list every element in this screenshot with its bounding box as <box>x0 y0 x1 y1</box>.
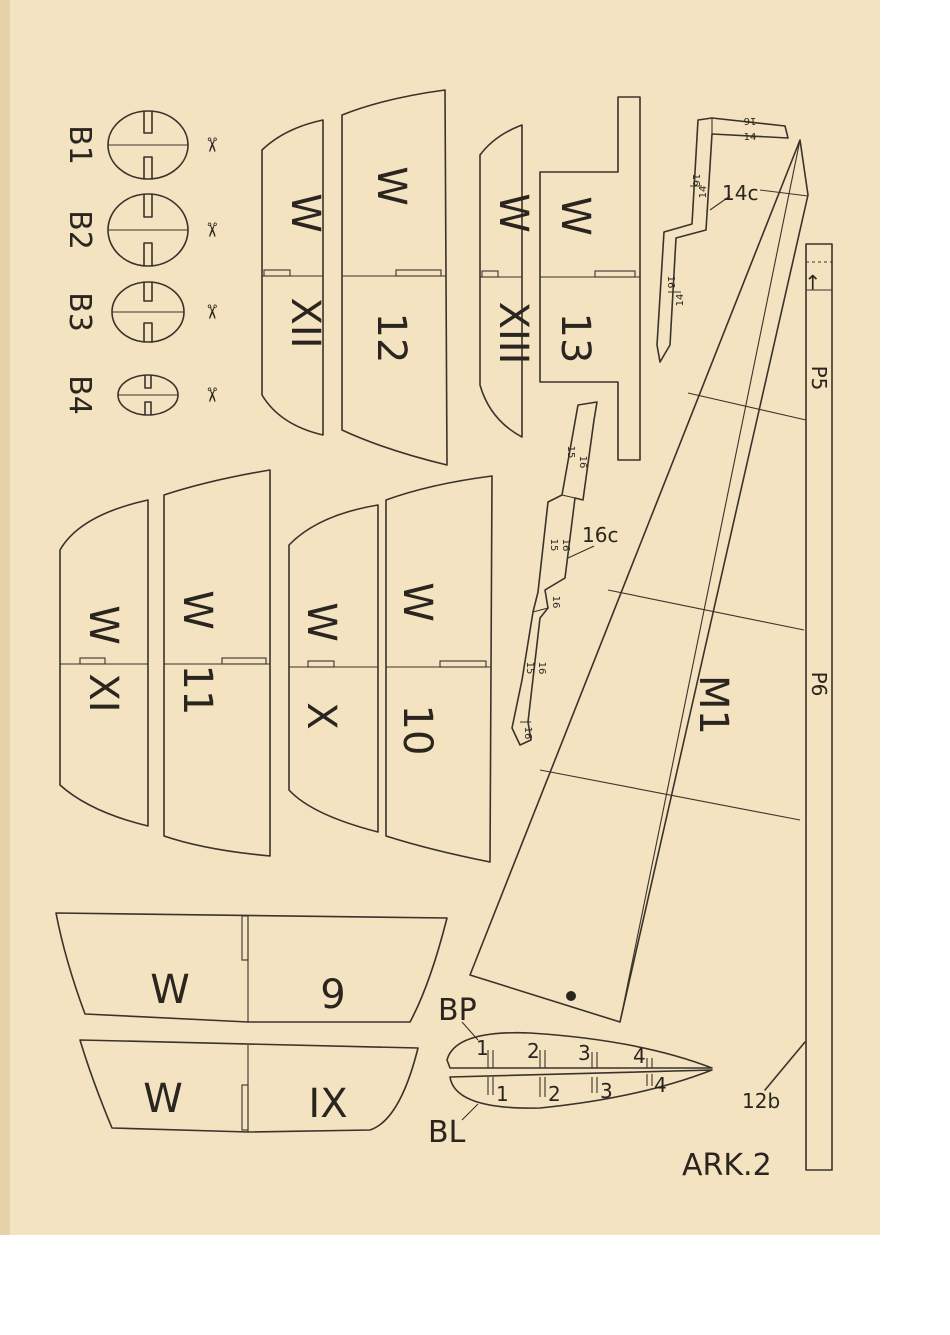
panel-10 <box>385 475 493 863</box>
ring-b2 <box>107 193 189 267</box>
rib-bp-mark: 4 <box>633 1044 646 1068</box>
panel-m1 <box>469 139 809 1023</box>
strip-p5-label: P5 <box>807 366 831 391</box>
strip-p <box>805 243 833 1171</box>
sheet-title: ARK.2 <box>682 1148 772 1183</box>
panel-11 <box>163 469 271 857</box>
part-12b-label: 12b <box>742 1089 780 1113</box>
rib-bp-label: BP <box>438 993 477 1028</box>
scissors-icon: ✂ <box>200 304 224 321</box>
panel-12-label: 12 <box>368 313 414 364</box>
panel-13-w-label: W <box>552 196 598 236</box>
paper-edge <box>0 0 10 1235</box>
rib-bp-mark: 2 <box>527 1039 540 1063</box>
rib-bl-mark: 4 <box>654 1073 667 1097</box>
panel-x <box>288 504 379 833</box>
panel-10-label: 10 <box>394 705 440 756</box>
strip-16c-mark: 15 <box>524 662 535 675</box>
strip-16c <box>511 401 598 746</box>
panel-xii-w-label: W <box>282 193 328 233</box>
ring-b1-label: B1 <box>62 125 97 165</box>
panel-ix <box>79 1039 419 1133</box>
strip-16c-mark: 16 <box>522 727 533 740</box>
rib-bl-leader <box>461 1103 479 1121</box>
panel-12 <box>341 89 448 466</box>
strip-16c-mark: 15 <box>548 539 559 552</box>
rib-bl-mark: 2 <box>548 1082 561 1106</box>
strip-p6-label: P6 <box>807 672 831 697</box>
paper <box>0 0 880 1235</box>
panel-10-w-label: W <box>394 582 440 622</box>
panel-9 <box>55 912 448 1023</box>
part-12b-line <box>764 1041 806 1091</box>
strip-14c-leader <box>709 195 731 211</box>
panel-13-label: 13 <box>552 313 598 364</box>
panel-12-w-label: W <box>368 166 414 206</box>
rib-bl <box>449 1069 713 1109</box>
panel-ix-label: IX <box>308 1081 347 1127</box>
panel-xiii-w-label: W <box>490 193 536 233</box>
ring-b3-label: B3 <box>62 292 97 332</box>
panel-xi <box>59 499 149 827</box>
rib-bp-mark: 3 <box>578 1041 591 1065</box>
panel-x-w-label: W <box>298 602 344 642</box>
rib-bl-label: BL <box>428 1115 466 1150</box>
panel-xii-label: XII <box>282 298 328 349</box>
strip-14c-label: 14c <box>722 181 758 205</box>
strip-16c-mark: 16 <box>536 662 547 675</box>
rib-bp <box>446 1031 713 1069</box>
strip-16c-leader <box>567 545 595 559</box>
scissors-icon: ✂ <box>200 387 224 404</box>
panel-11-w-label: W <box>174 590 220 630</box>
panel-xi-w-label: W <box>80 605 126 645</box>
strip-14c-mark: 14 <box>675 294 686 307</box>
ring-b1 <box>107 110 189 180</box>
panel-xii <box>261 119 324 436</box>
strip-16c-mark: 15 <box>565 446 576 459</box>
rib-bl-mark: 3 <box>600 1079 613 1103</box>
panel-13 <box>539 96 641 461</box>
strip-16c-mark: 16 <box>550 596 561 609</box>
scissors-icon: ✂ <box>200 137 224 154</box>
panel-x-label: X <box>298 702 344 729</box>
panel-xi-label: XI <box>80 673 126 712</box>
ring-b2-label: B2 <box>62 210 97 250</box>
rib-bp-mark: 1 <box>476 1036 489 1060</box>
strip-14c-mark: 14 <box>698 186 709 199</box>
m1-dot <box>566 991 576 1001</box>
panel-m1-label: M1 <box>690 675 736 735</box>
panel-xiii <box>479 124 523 438</box>
ring-b3 <box>111 281 185 343</box>
strip-arrow-icon: → <box>800 274 824 291</box>
panel-9-label: 9 <box>320 972 345 1018</box>
strip-14c <box>656 117 789 363</box>
strip-16c-mark: 16 <box>577 456 588 469</box>
rib-bl-mark: 1 <box>496 1082 509 1106</box>
panel-xiii-label: XIII <box>490 302 536 365</box>
strip-14c-mark: 16 <box>690 174 701 187</box>
strip-14c-mark: 16 <box>665 276 676 289</box>
strip-16c-label: 16c <box>582 523 618 547</box>
strip-14c-mark: 14 <box>744 132 757 143</box>
panel-ix-w-label: W <box>143 1076 183 1122</box>
strip-16c-mark: 16 <box>560 539 571 552</box>
ring-b4-label: B4 <box>62 375 97 415</box>
strip-14c-mark: 16 <box>744 115 757 126</box>
rib-bp-leader <box>461 1021 479 1041</box>
ring-b4 <box>117 374 179 416</box>
panel-11-label: 11 <box>174 665 220 716</box>
scissors-icon: ✂ <box>200 222 224 239</box>
panel-9-w-label: W <box>150 967 190 1013</box>
